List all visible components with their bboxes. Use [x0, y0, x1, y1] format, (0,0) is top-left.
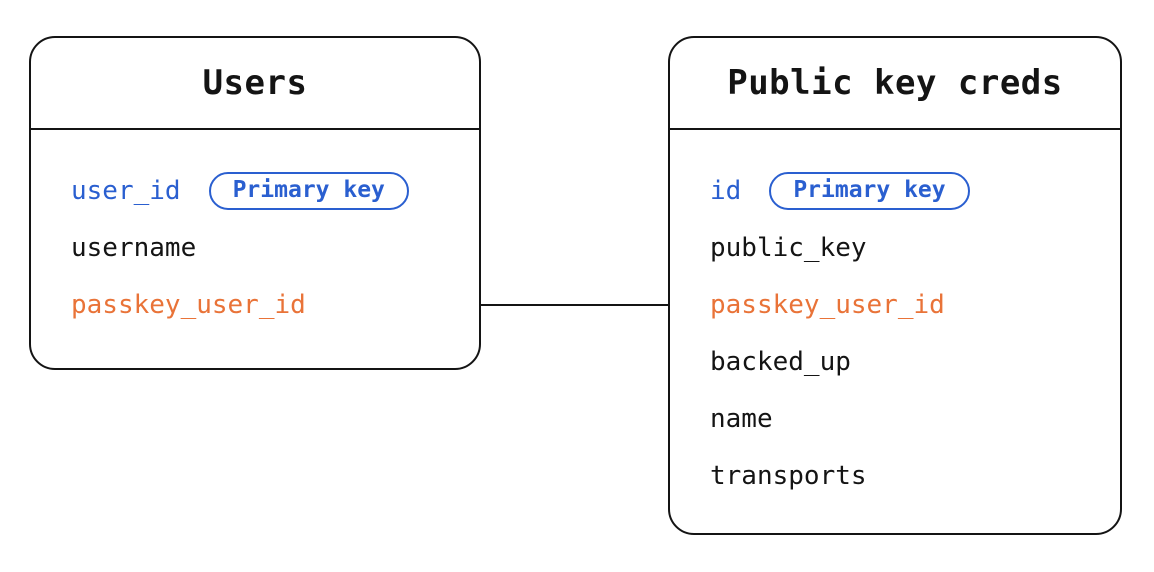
primary-key-badge: Primary key — [769, 171, 970, 210]
field-row-username: username — [71, 219, 455, 276]
field-label-id: id — [710, 175, 742, 206]
table-fields-users: user_id Primary key username passkey_use… — [31, 130, 479, 333]
field-row-passkey-user-id: passkey_user_id — [710, 276, 1096, 333]
field-label-name: name — [710, 403, 773, 434]
field-label-transports: transports — [710, 460, 867, 491]
field-label-public-key: public_key — [710, 232, 867, 263]
field-row-backed-up: backed_up — [710, 333, 1096, 390]
field-row-id: id Primary key — [710, 162, 1096, 219]
field-row-user-id: user_id Primary key — [71, 162, 455, 219]
primary-key-badge: Primary key — [208, 171, 409, 210]
field-row-passkey-user-id: passkey_user_id — [71, 276, 455, 333]
field-row-public-key: public_key — [710, 219, 1096, 276]
field-label-backed-up: backed_up — [710, 346, 851, 377]
field-label-user-id: user_id — [71, 175, 181, 206]
field-label-passkey-user-id: passkey_user_id — [710, 289, 945, 320]
relation-connector-line — [481, 304, 668, 306]
field-label-passkey-user-id: passkey_user_id — [71, 289, 306, 320]
table-title-users: Users — [31, 38, 479, 130]
field-row-name: name — [710, 390, 1096, 447]
table-title-public-key-creds: Public key creds — [670, 38, 1120, 130]
table-node-users: Users user_id Primary key username passk… — [29, 36, 481, 370]
field-label-username: username — [71, 232, 197, 263]
table-node-public-key-creds: Public key creds id Primary key public_k… — [668, 36, 1122, 535]
field-row-transports: transports — [710, 447, 1096, 504]
table-fields-public-key-creds: id Primary key public_key passkey_user_i… — [670, 130, 1120, 504]
